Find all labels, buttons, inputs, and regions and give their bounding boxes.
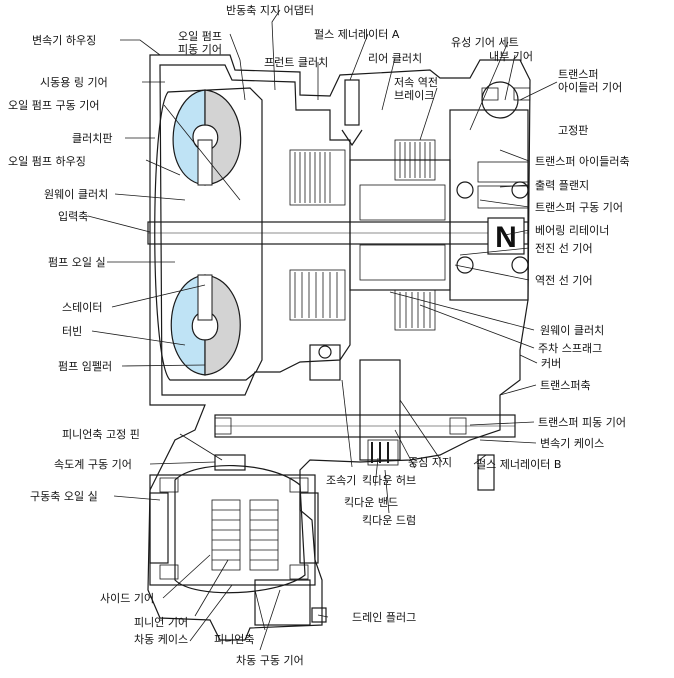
label-oil-pump-drive-gear: 오일 펌프 구동 기어	[8, 99, 100, 112]
label-turbine: 터빈	[62, 325, 83, 338]
governor-body	[309, 344, 341, 381]
label-bearing-retainer: 베어링 리테이너	[535, 224, 610, 237]
label-oil-pump-housing: 오일 펌프 하우징	[8, 155, 86, 168]
label-kickdown-band: 킥다운 밴드	[344, 496, 399, 509]
drain-plug-body	[311, 607, 327, 623]
front-clutch-pack	[289, 149, 346, 206]
label-speedometer-drive-gear: 속도계 구동 기어	[54, 458, 132, 471]
label-one-way-clutch-left: 원웨이 클러치	[44, 188, 109, 201]
label-pulse-generator-a: 펄스 제너레이터 A	[314, 28, 400, 41]
label-pinion-shaft: 피니언축	[214, 633, 255, 646]
label-forward-sun-gear: 전진 선 기어	[535, 242, 593, 255]
label-low-reverse-line2: 브레이크	[394, 89, 435, 102]
label-output-flange: 출력 플랜지	[535, 179, 590, 192]
label-one-way-clutch-right: 원웨이 클러치	[540, 324, 605, 337]
n-mark: N	[495, 221, 517, 254]
label-low-reverse-brake: 저속 역전 브레이크	[394, 76, 438, 102]
label-adjuster: 조속기	[326, 474, 357, 487]
speedometer-gear-body	[214, 454, 246, 471]
label-kickdown-hub: 킥다운 허브	[362, 474, 417, 487]
label-planetary-gear-set: 유성 기어 세트	[451, 36, 519, 49]
label-differential-case: 차동 케이스	[134, 633, 189, 646]
label-reverse-sun-gear: 역전 선 기어	[535, 274, 593, 287]
label-parking-sprag: 주차 스프래그	[538, 342, 603, 355]
label-internal-gear: 내부 기어	[489, 50, 533, 63]
differential-drive-gear-body	[254, 579, 311, 626]
label-differential-drive-gear: 차동 구동 기어	[236, 654, 304, 667]
label-center-support: 중심 지지	[408, 456, 452, 469]
label-stator: 스테이터	[62, 301, 103, 314]
differential-case-curve	[174, 465, 306, 594]
label-drive-shaft-oil-seal: 구동축 오일 실	[30, 490, 98, 503]
label-transmission-case: 변속기 케이스	[540, 437, 605, 450]
lower-brake-pack	[394, 289, 436, 331]
label-transfer-driven-gear: 트랜스퍼 피동 기어	[538, 416, 626, 429]
label-pulse-generator-b: 펄스 제너레이터 B	[476, 458, 562, 471]
label-rear-clutch: 리어 클러치	[368, 52, 423, 65]
label-kickdown-drum: 킥다운 드럼	[362, 514, 417, 527]
label-transfer-idler-line2: 아이들러 기어	[558, 81, 623, 94]
label-pump-impeller: 펌프 임펠러	[58, 360, 113, 373]
label-cover: 커버	[541, 357, 562, 370]
n-mark-box	[487, 217, 525, 255]
label-transmission-housing: 변속기 하우징	[32, 34, 97, 47]
label-drain-plug: 드레인 플러그	[352, 611, 417, 624]
label-oil-pump-driven-gear: 오일 펌프 피동 기어	[178, 30, 222, 56]
label-pump-oil-seal: 펌프 오일 실	[48, 256, 106, 269]
label-transfer-drive-gear: 트랜스퍼 구동 기어	[535, 201, 623, 214]
label-oil-pump-line1: 오일 펌프	[178, 30, 222, 43]
label-transfer-idler-shaft: 트랜스퍼 아이들러축	[535, 155, 630, 168]
drive-shaft-right	[299, 492, 319, 564]
turbine-upper	[172, 89, 206, 186]
impeller-upper	[204, 89, 242, 186]
label-transfer-idler-line1: 트랜스퍼	[558, 68, 599, 81]
label-pinion-shaft-fixing-pin: 피니언축 고정 핀	[62, 428, 140, 441]
turbine-lower	[170, 274, 206, 376]
pulse-generator-a-body	[344, 79, 360, 126]
drive-shaft-left	[149, 492, 169, 564]
converter-shell	[154, 87, 263, 381]
label-front-clutch: 프런트 클러치	[264, 56, 329, 69]
leader-lines	[87, 9, 558, 651]
rear-clutch-pack	[289, 269, 346, 321]
label-input-shaft: 입력축	[58, 210, 89, 223]
label-starting-ring-gear: 시동용 링 기어	[40, 76, 108, 89]
label-low-reverse-line1: 저속 역전	[394, 76, 438, 89]
housing-outline	[147, 54, 531, 641]
label-oil-pump-line2: 피동 기어	[178, 43, 222, 56]
impeller-lower	[204, 274, 241, 376]
label-side-gear: 사이드 기어	[100, 592, 155, 605]
label-transfer-shaft: 트랜스퍼축	[540, 379, 591, 392]
label-clutch-plate: 클러치판	[72, 132, 113, 145]
label-reaction-shaft-adapter: 반동축 지지 어댑터	[226, 4, 314, 17]
label-pinion-gear: 피니언 기어	[134, 616, 189, 629]
label-fixing-plate: 고정판	[558, 124, 589, 137]
label-transfer-idler-gear: 트랜스퍼 아이들러 기어	[558, 68, 622, 94]
